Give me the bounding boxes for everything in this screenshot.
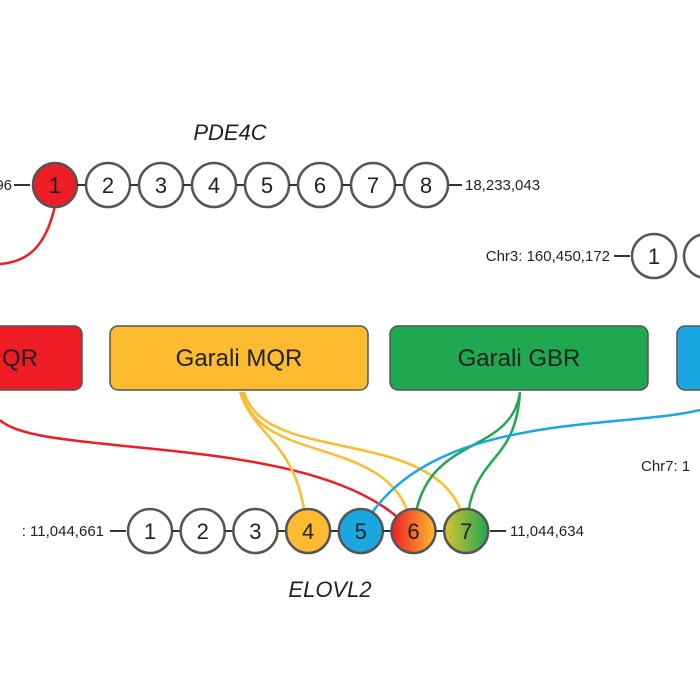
elovl2-exon-2: 2 <box>179 507 226 555</box>
pde4c-exon-8: 8 <box>402 161 450 209</box>
pde4c-exon-label: 2 <box>102 173 114 198</box>
method-boxes: QR Garali MQR Garali GBR <box>0 325 700 391</box>
pde4c-exon-6: 6 <box>296 161 344 209</box>
red-box-to-elovl2-exon6-curve <box>0 419 414 534</box>
green-box-to-elovl2-exon6-curve <box>411 391 522 534</box>
pde4c-track: PDE4C 96 18,233,043 1 2 3 4 5 6 7 8 <box>0 120 540 209</box>
box-red-label: QR <box>2 345 38 372</box>
box-red: QR <box>0 325 83 391</box>
elovl2-exon-label: 3 <box>249 519 261 544</box>
pde4c-exon-label: 5 <box>261 173 273 198</box>
elovl2-exon-label: 1 <box>144 519 156 544</box>
chr3-track: Chr3: 160,450,172 1 <box>486 232 700 280</box>
elovl2-exon-label: 4 <box>302 519 314 544</box>
elovl2-exon-6: 6 <box>390 507 437 555</box>
elovl2-exon-4: 4 <box>284 507 332 555</box>
elovl2-left-coordinate: : 11,044,661 <box>22 523 104 540</box>
chr7-coordinate: Chr7: 1 <box>641 458 690 475</box>
pde4c-exon-label: 3 <box>155 173 167 198</box>
box-garali-gbr: Garali GBR <box>389 325 649 391</box>
pde4c-exon-row: 1 2 3 4 5 6 7 8 <box>31 161 450 209</box>
pde4c-exon-label: 7 <box>367 173 379 198</box>
box-blue <box>676 325 700 391</box>
elovl2-exon-label: 7 <box>460 519 472 544</box>
yellow-box-to-elovl2-exon6-curve <box>240 391 415 534</box>
elovl2-right-coordinate: 11,044,634 <box>510 523 584 540</box>
pde4c-exon-label: 4 <box>208 173 220 198</box>
pde4c-right-coordinate: 18,233,043 <box>465 177 540 194</box>
connection-curves <box>0 205 700 534</box>
chr3-exon-label: 1 <box>648 244 660 269</box>
elovl2-exon-5: 5 <box>337 507 385 555</box>
yellow-box-to-elovl2-exon7-curve <box>242 391 468 534</box>
pde4c-exon-label: 8 <box>420 173 432 198</box>
elovl2-exon-3: 3 <box>232 507 279 555</box>
box-garali-gbr-label: Garali GBR <box>458 345 581 372</box>
pde4c-exon-4: 4 <box>190 161 238 209</box>
pde4c-left-coordinate: 96 <box>0 177 12 194</box>
elovl2-exon-7: 7 <box>442 507 490 555</box>
blue-to-elovl2-exon5-curve <box>358 408 700 534</box>
elovl2-exon-1: 1 <box>126 507 174 555</box>
chr3-exon-1: 1 <box>630 232 678 280</box>
elovl2-exon-label: 2 <box>197 519 209 544</box>
box-garali-mqr-label: Garali MQR <box>176 345 303 372</box>
pde4c-exon-3: 3 <box>137 161 185 209</box>
green-box-to-elovl2-exon7-curve <box>464 391 522 534</box>
chr3-coordinate: Chr3: 160,450,172 <box>486 248 610 265</box>
pde4c-exon-label: 6 <box>314 173 326 198</box>
pde4c-exon-7: 7 <box>349 161 397 209</box>
elovl2-exon-label: 6 <box>407 519 419 544</box>
pde4c-exon-label: 1 <box>49 173 61 198</box>
pde4c-gene-label: PDE4C <box>193 120 266 145</box>
pde4c-exon-2: 2 <box>84 161 132 209</box>
pde4c-exon-1: 1 <box>31 161 79 209</box>
pde4c-exon-circle <box>402 161 450 209</box>
pde4c-exon-5: 5 <box>243 161 291 209</box>
pde4c-exon1-to-red-box-curve <box>0 205 57 266</box>
elovl2-exon-circle <box>442 507 490 555</box>
elovl2-exon-row: 1 2 3 4 5 6 7 <box>126 507 490 555</box>
elovl2-exon-label: 5 <box>355 519 367 544</box>
chr3-next-exon-partial <box>682 233 700 279</box>
elovl2-track: : 11,044,661 11,044,634 1 2 3 4 5 6 7 ELOVL2 <box>22 507 584 602</box>
elovl2-gene-label: ELOVL2 <box>288 577 371 602</box>
box-garali-mqr: Garali MQR <box>109 325 369 391</box>
